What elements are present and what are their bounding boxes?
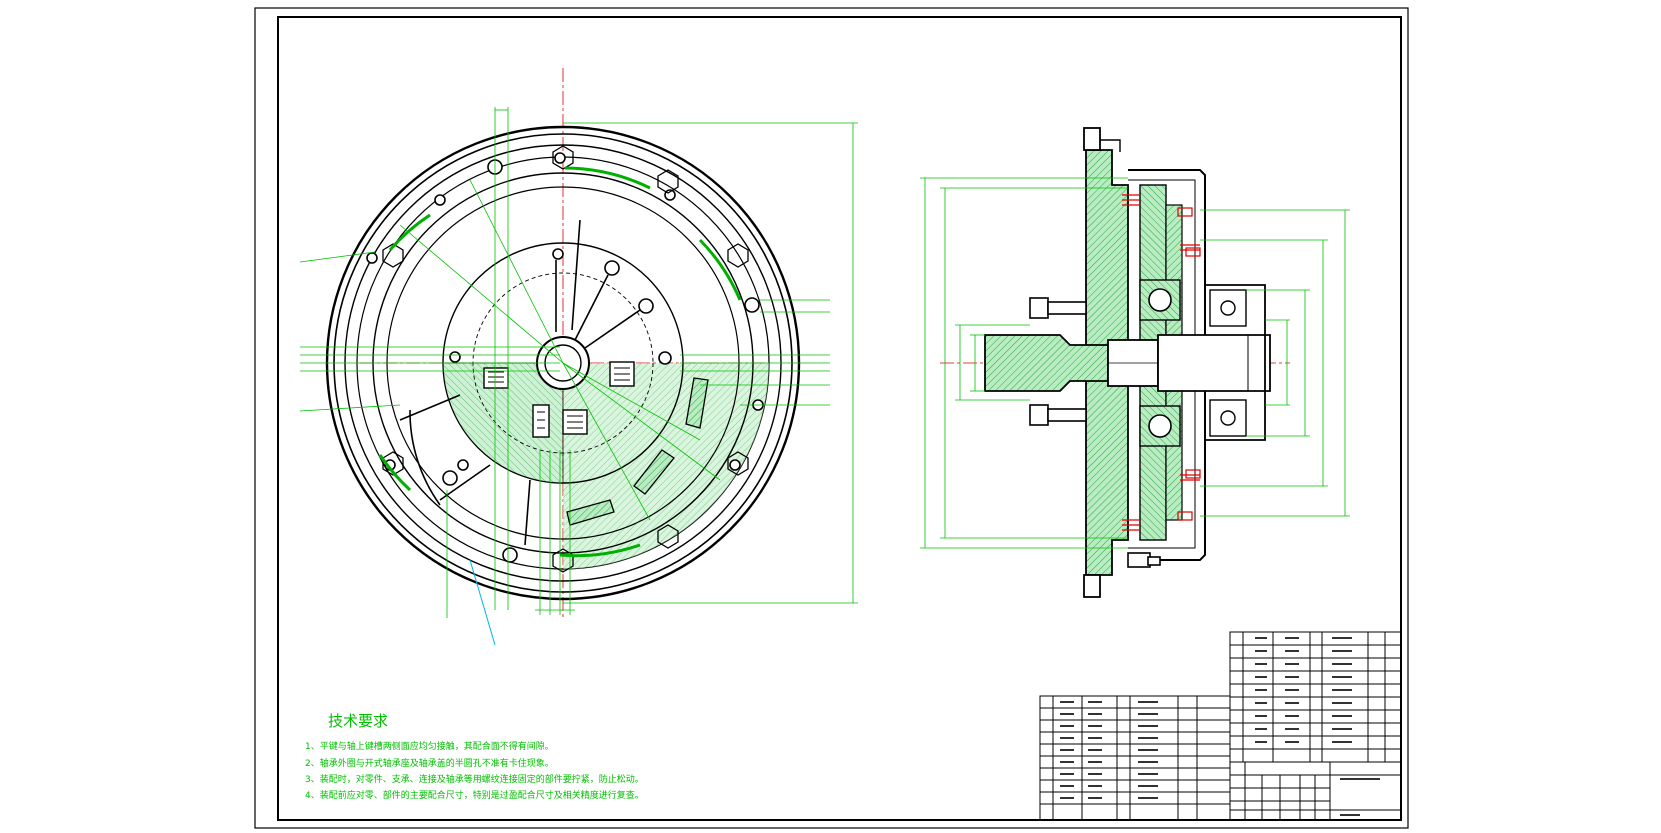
parts-list-upper [1229, 631, 1402, 763]
release-bearing-housing [1205, 284, 1266, 441]
section-view [920, 127, 1350, 598]
parts-list-lower [1039, 695, 1231, 821]
spring-window-coils [488, 367, 630, 429]
bearings [1139, 279, 1247, 447]
technical-requirement-item: 2、轴承外圈与开式轴承座及轴承盖的半圆孔不准有卡住现象。 [305, 759, 554, 769]
technical-requirement-item: 4、装配前应对零、部件的主要配合尺寸，特别是过盈配合尺寸及相关精度进行复查。 [305, 791, 644, 801]
technical-requirement-item: 1、平键与轴上键槽两侧面应均匀接触，其配合面不得有间隙。 [305, 742, 554, 752]
rim-hex-bolts [382, 145, 749, 573]
section-cut-line [469, 559, 496, 646]
flange-bolts [1029, 297, 1161, 568]
front-dimension-lines [299, 107, 858, 618]
technical-requirement-item: 3、装配时，对零件、支承、连接及轴承等用螺纹连接固定的部件要拧紧，防止松动。 [305, 775, 644, 785]
section-upper-right [563, 157, 769, 363]
front-view [299, 68, 858, 646]
top-stud-lip [1100, 139, 1121, 152]
technical-requirements-title: 技术要求 [328, 712, 389, 730]
title-block [1229, 761, 1402, 821]
hub-section-hatch [442, 362, 564, 484]
table-text-marks [1060, 637, 1380, 816]
flange-bolt-holes [366, 152, 764, 563]
section-dimension-lines [920, 177, 1350, 549]
top-stud [1083, 127, 1101, 151]
bottom-stud [1083, 574, 1101, 598]
inner-frame [277, 16, 1402, 821]
rim-green-segments [378, 166, 742, 558]
outer-border [254, 7, 1409, 829]
red-bolt-marks [1177, 207, 1201, 521]
clutch-springs [1122, 194, 1200, 531]
spokes [399, 394, 531, 546]
diaphragm-fingers [555, 219, 654, 349]
output-shaft [1157, 334, 1271, 392]
